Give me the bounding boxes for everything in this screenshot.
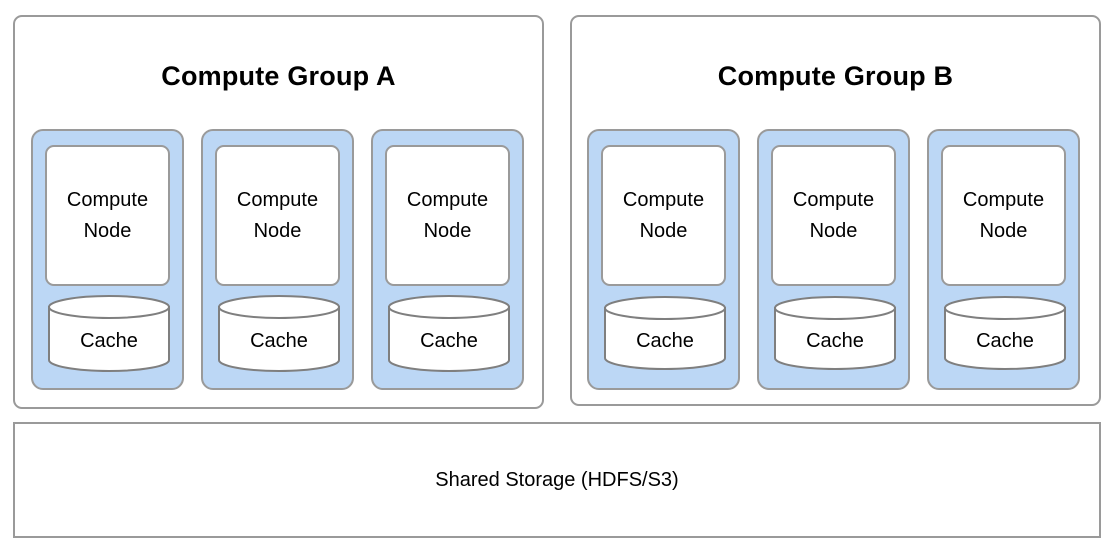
compute-group-b-title: Compute Group B	[717, 61, 954, 91]
compute-node-label-line2: Node	[423, 219, 472, 242]
compute-node-card-b-2[interactable]: Compute Node	[771, 145, 896, 286]
cache-cylinder-b-1[interactable]: Cache	[603, 296, 727, 370]
compute-node-card-a-3[interactable]: Compute Node	[385, 145, 510, 286]
compute-node-label-line1: Compute	[66, 189, 149, 212]
cache-label-b-1: Cache	[636, 330, 694, 352]
cache-label-a-3: Cache	[420, 330, 478, 352]
compute-node-card-a-2[interactable]: Compute Node	[215, 145, 340, 286]
shared-storage-box[interactable]: Shared Storage (HDFS/S3)	[13, 422, 1101, 538]
cache-label-b-3: Cache	[976, 330, 1034, 352]
compute-node-label-line2: Node	[83, 219, 132, 242]
cache-cylinder-a-3[interactable]: Cache	[387, 295, 511, 372]
cache-label-b-2: Cache	[806, 330, 864, 352]
compute-node-label-line2: Node	[979, 219, 1028, 242]
compute-node-card-b-1[interactable]: Compute Node	[601, 145, 726, 286]
compute-node-label-line1: Compute	[236, 189, 319, 212]
compute-node-card-a-1[interactable]: Compute Node	[45, 145, 170, 286]
compute-group-a-title: Compute Group A	[161, 61, 396, 91]
compute-node-label-line1: Compute	[622, 189, 705, 212]
compute-node-label-line1: Compute	[792, 189, 875, 212]
cache-cylinder-a-1[interactable]: Cache	[47, 295, 171, 372]
cache-label-a-1: Cache	[80, 330, 138, 352]
cache-label-a-2: Cache	[250, 330, 308, 352]
cache-cylinder-b-2[interactable]: Cache	[773, 296, 897, 370]
compute-node-label-line2: Node	[639, 219, 688, 242]
compute-node-label-line2: Node	[253, 219, 302, 242]
compute-node-label-line1: Compute	[406, 189, 489, 212]
compute-node-label-line1: Compute	[962, 189, 1045, 212]
compute-node-card-b-3[interactable]: Compute Node	[941, 145, 1066, 286]
shared-storage-label: Shared Storage (HDFS/S3)	[435, 468, 679, 491]
cache-cylinder-a-2[interactable]: Cache	[217, 295, 341, 372]
cache-cylinder-b-3[interactable]: Cache	[943, 296, 1067, 370]
compute-node-label-line2: Node	[809, 219, 858, 242]
